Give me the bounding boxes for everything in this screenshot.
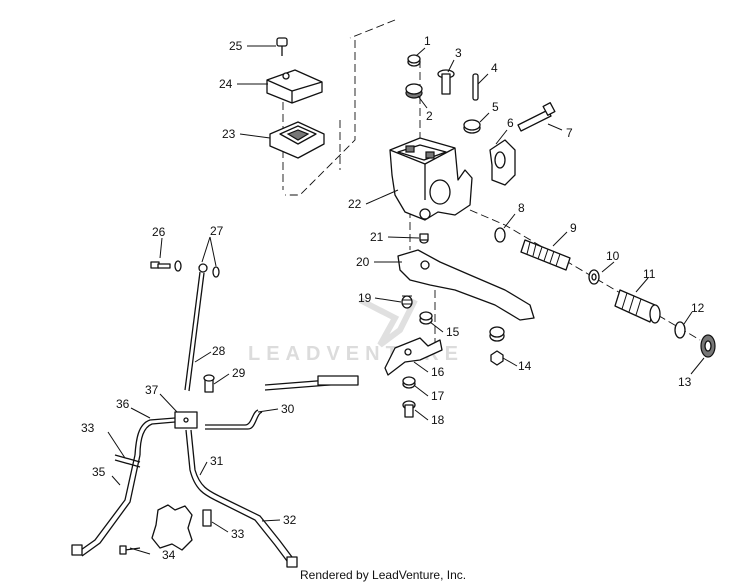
callout-24: 24 bbox=[219, 77, 233, 91]
callout-6: 6 bbox=[507, 116, 514, 130]
pivot-bolt-3 bbox=[437, 69, 455, 95]
bushing-21 bbox=[419, 233, 429, 244]
brake-hose-35 bbox=[71, 454, 141, 557]
callout-33-left: 33 bbox=[81, 421, 95, 435]
hose-36 bbox=[134, 417, 176, 456]
callout-18: 18 bbox=[431, 413, 445, 427]
reservoir-cover bbox=[266, 69, 323, 104]
pin-4 bbox=[472, 73, 479, 101]
reservoir-diaphragm bbox=[269, 121, 325, 159]
brake-hose-28 bbox=[184, 271, 205, 392]
callout-20: 20 bbox=[356, 255, 370, 269]
callout-21: 21 bbox=[370, 230, 384, 244]
callout-11: 11 bbox=[643, 267, 656, 281]
bushing-2 bbox=[405, 83, 423, 99]
callout-23: 23 bbox=[222, 127, 236, 141]
junction-block-37 bbox=[174, 411, 198, 429]
screw-18 bbox=[402, 400, 416, 418]
callout-9: 9 bbox=[570, 221, 577, 235]
callout-8: 8 bbox=[518, 201, 525, 215]
callout-14: 14 bbox=[518, 359, 532, 373]
bracket-16 bbox=[384, 337, 443, 376]
callout-27: 27 bbox=[210, 224, 224, 238]
brake-lever-20 bbox=[397, 249, 535, 321]
fitting-29 bbox=[203, 374, 215, 393]
callout-34: 34 bbox=[162, 548, 176, 562]
callout-30: 30 bbox=[281, 402, 295, 416]
callout-13: 13 bbox=[678, 375, 692, 389]
callout-25: 25 bbox=[229, 39, 243, 53]
clamp-6 bbox=[489, 139, 516, 186]
washer-8 bbox=[494, 227, 506, 243]
callout-10: 10 bbox=[606, 249, 620, 263]
washer-17 bbox=[402, 376, 416, 389]
washer-5-bottom bbox=[489, 326, 505, 342]
callout-33-right: 33 bbox=[231, 527, 245, 541]
assembly-guide-lines bbox=[282, 19, 701, 345]
callout-17: 17 bbox=[431, 389, 445, 403]
callout-3: 3 bbox=[455, 46, 462, 60]
callout-2: 2 bbox=[426, 109, 433, 123]
callout-15: 15 bbox=[446, 325, 460, 339]
nut-15 bbox=[419, 311, 433, 325]
callout-26: 26 bbox=[152, 225, 166, 239]
leader-lines bbox=[107, 45, 705, 555]
callout-12: 12 bbox=[691, 301, 705, 315]
washers-27 bbox=[174, 260, 220, 278]
brake-hose-31 bbox=[185, 429, 220, 501]
brake-line-30 bbox=[205, 375, 359, 430]
callout-36: 36 bbox=[116, 397, 130, 411]
spring-19 bbox=[401, 295, 413, 309]
boot-13 bbox=[700, 334, 716, 358]
callout-22: 22 bbox=[348, 197, 362, 211]
brake-hose-32 bbox=[214, 495, 298, 568]
brake-shield-34 bbox=[119, 504, 193, 555]
spring-9 bbox=[520, 239, 571, 271]
piston-assembly-11 bbox=[614, 289, 661, 324]
callout-16: 16 bbox=[431, 365, 445, 379]
callout-37: 37 bbox=[145, 383, 159, 397]
callout-labels: 1 2 3 4 5 6 7 8 9 10 11 12 13 14 15 16 1… bbox=[81, 34, 705, 562]
callout-4: 4 bbox=[491, 61, 498, 75]
callout-1: 1 bbox=[424, 34, 431, 48]
callout-32: 32 bbox=[283, 513, 297, 527]
circlip-12 bbox=[674, 321, 686, 339]
callout-5-top: 5 bbox=[492, 100, 499, 114]
clip-33-right bbox=[202, 509, 212, 527]
master-cylinder-body bbox=[389, 137, 473, 221]
footer-credit: Rendered by LeadVenture, Inc. bbox=[300, 568, 467, 582]
callout-31: 31 bbox=[210, 454, 224, 468]
callout-29: 29 bbox=[232, 366, 246, 380]
reservoir-cover-screw bbox=[276, 37, 288, 56]
nut-14 bbox=[490, 350, 504, 366]
callout-19: 19 bbox=[358, 291, 372, 305]
banjo-bolt-26 bbox=[150, 261, 171, 269]
seal-washer-1 bbox=[407, 54, 421, 67]
callout-28: 28 bbox=[212, 344, 226, 358]
washer-5-top bbox=[463, 119, 481, 134]
callout-7: 7 bbox=[566, 126, 573, 140]
bolt-7 bbox=[517, 102, 556, 132]
washer-10 bbox=[588, 269, 600, 285]
callout-35: 35 bbox=[92, 465, 106, 479]
